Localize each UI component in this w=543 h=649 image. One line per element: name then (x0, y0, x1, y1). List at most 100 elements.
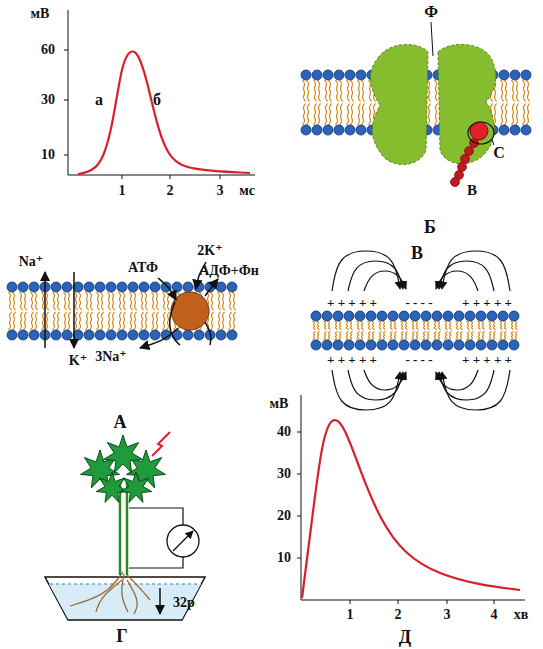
lipid-tail (34, 292, 37, 310)
inactivation-bead (461, 155, 470, 164)
lipid-tail (470, 332, 473, 341)
water-surface (50, 584, 200, 585)
lipid-head (521, 70, 531, 80)
lipid-tail (349, 332, 352, 341)
lipid-tail (89, 312, 92, 330)
lipid-head (106, 282, 116, 292)
lipid-head (117, 282, 127, 292)
lipid-head (150, 282, 160, 292)
lipid-head (355, 340, 365, 350)
lipid-tail (316, 321, 319, 330)
lipid-tail (361, 104, 364, 126)
variation-potential-graph (297, 395, 525, 604)
lipid-tail (504, 80, 507, 102)
lipid-tail (8, 312, 11, 330)
lipid-tail (162, 292, 165, 310)
tick-label: 10 (41, 148, 55, 162)
lipid-tail (302, 80, 305, 102)
lipid-head (18, 330, 28, 340)
lipid-tail (306, 104, 309, 126)
voltmeter (167, 525, 199, 557)
lipid-head (128, 330, 138, 340)
tick (297, 474, 301, 475)
lipid-head (18, 282, 28, 292)
lipid-head (84, 330, 94, 340)
ion-label: 2K⁺ (197, 244, 222, 258)
lipid-tail (52, 292, 55, 310)
lipid-tail (389, 321, 392, 330)
lipid-tail (481, 321, 484, 330)
lipid-tail (393, 321, 396, 330)
lipid-head (7, 282, 17, 292)
lipid-tail (8, 292, 11, 310)
lipid-head (487, 311, 497, 321)
leader-line (431, 22, 433, 56)
panel-letter: Г (116, 627, 127, 645)
lipid-tail (361, 80, 364, 102)
lipid-tail (327, 332, 330, 341)
stem (119, 482, 122, 575)
lipid-tail (151, 292, 154, 310)
lipid-head (323, 70, 333, 80)
lipid-head (183, 282, 193, 292)
lipid-tail (426, 332, 429, 341)
lipid-tail (360, 332, 363, 341)
lipid-tail (323, 321, 326, 330)
lipid-tail (228, 312, 231, 330)
lipid-tail (433, 332, 436, 341)
lipid-head (366, 340, 376, 350)
root (96, 580, 122, 612)
lipid-tail (511, 104, 514, 126)
local-current-panel (311, 251, 519, 410)
lipid-head (227, 282, 237, 292)
lipid-tail (382, 332, 385, 341)
lipid-tail (324, 80, 327, 102)
lipid-head (301, 70, 311, 80)
axis-unit: мВ (31, 7, 50, 21)
lipid-head (29, 330, 39, 340)
lipid-tail (166, 292, 169, 310)
receptor-site (468, 122, 494, 144)
lipid-head (476, 311, 486, 321)
membrane (311, 311, 519, 350)
lipid-head (216, 330, 226, 340)
lipid-tail (346, 104, 349, 126)
panel-letter: В (411, 244, 423, 262)
lipid-head (487, 340, 497, 350)
root (122, 574, 128, 612)
lipid-tail (382, 321, 385, 330)
lipid-tail (339, 104, 342, 126)
lipid-head (355, 311, 365, 321)
lipid-tail (100, 292, 103, 310)
lipid-tail (470, 321, 473, 330)
lipid-head (183, 330, 193, 340)
lipid-tail (41, 292, 44, 310)
tick (447, 600, 448, 604)
lipid-tail (404, 321, 407, 330)
lipid-head (388, 311, 398, 321)
lipid-tail (510, 332, 513, 341)
lipid-tail (118, 312, 121, 330)
lipid-head (161, 282, 171, 292)
lipid-tail (155, 292, 158, 310)
lipid-tail (111, 312, 114, 330)
inactivation-bead (451, 178, 460, 187)
tick-label: 60 (41, 43, 55, 57)
lipid-tail (78, 312, 81, 330)
lipid-tail (434, 80, 437, 102)
lipid-head (322, 311, 332, 321)
lipid-tail (522, 104, 525, 126)
lipid-tail (232, 312, 235, 330)
lipid-tail (328, 80, 331, 102)
lipid-tail (404, 332, 407, 341)
lipid-tail (503, 332, 506, 341)
panel-letter: Б (424, 218, 436, 236)
lipid-head (499, 70, 509, 80)
lightning (152, 432, 170, 456)
plant-panel (45, 432, 205, 620)
lipid-head (410, 311, 420, 321)
lipid-head (344, 311, 354, 321)
charge-signs: - - - - (405, 296, 432, 309)
